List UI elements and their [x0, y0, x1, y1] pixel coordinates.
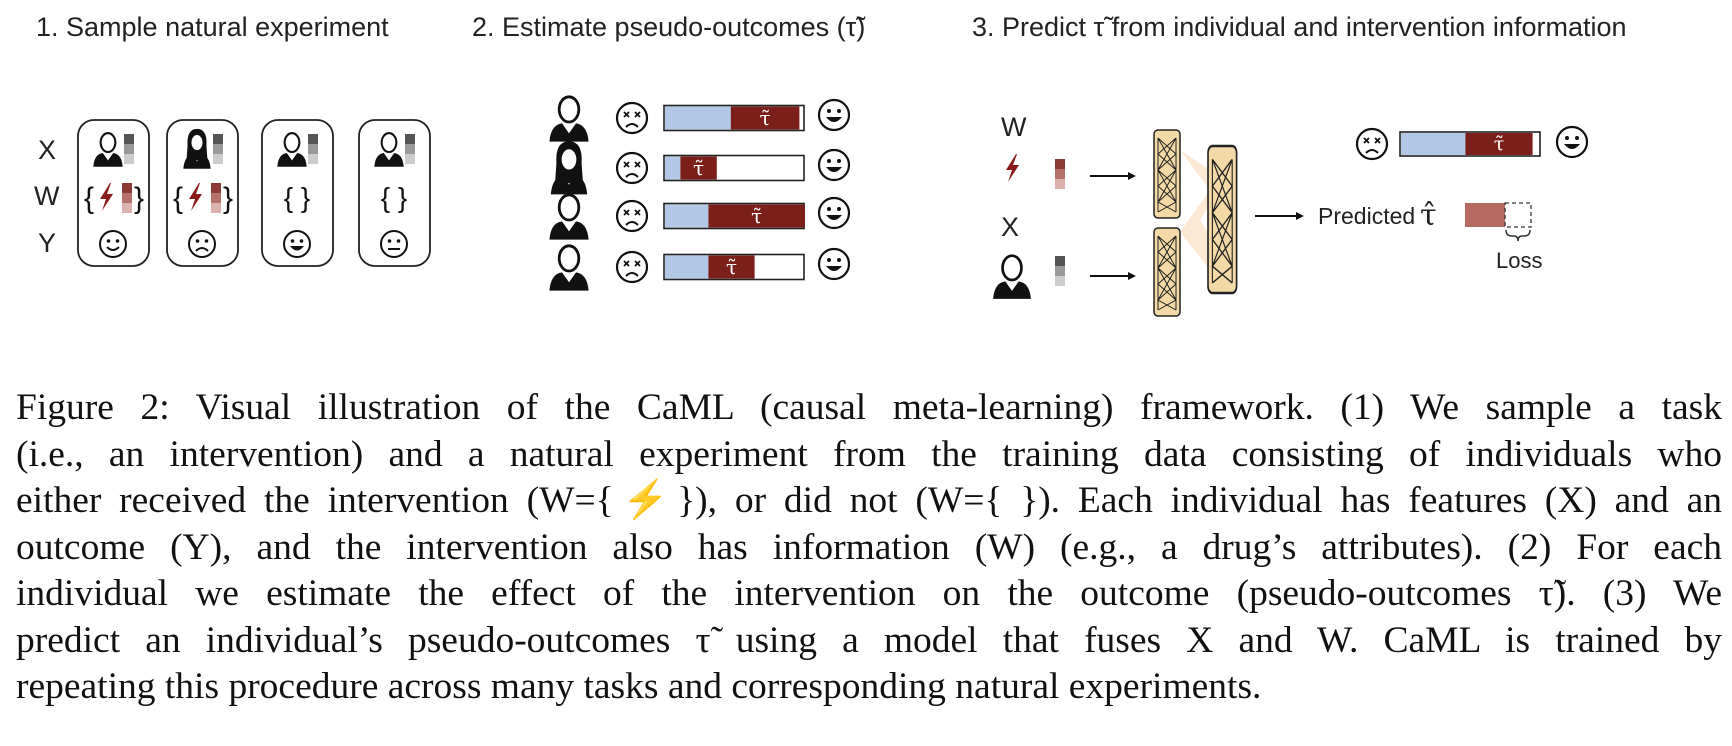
sad-face-icon	[615, 250, 649, 284]
panel-predict: W X Predicted τ̂ Loss τ̃	[991, 112, 1589, 317]
step-3-title: 3. Predict τ̃ from individual and interv…	[972, 12, 1627, 42]
predicted-label: Predicted	[1318, 203, 1415, 229]
loss-label: Loss	[1496, 248, 1542, 273]
bar-blue-segment	[665, 255, 709, 279]
predicted-gap	[1504, 202, 1532, 228]
panel3-x-label: X	[1001, 212, 1019, 242]
bar-tau-segment	[680, 156, 717, 180]
happy-face-icon	[817, 148, 851, 182]
pseudo-outcome-row: τ̃	[548, 95, 851, 144]
row-label-x: X	[38, 135, 56, 165]
target-tau-bar: τ̃	[1399, 131, 1541, 157]
bar-blue-segment	[665, 204, 709, 228]
happy-face-icon	[817, 196, 851, 230]
bar-blue-segment	[665, 106, 731, 130]
happy-face-icon	[817, 247, 851, 281]
panel3-w-label: W	[1001, 112, 1027, 142]
experiment-card: { }	[261, 119, 334, 267]
outcome-face-icon	[99, 230, 127, 258]
nn-encoder-w	[1153, 129, 1181, 219]
brace-open: {	[84, 182, 94, 215]
nn-encoder-x	[1153, 227, 1181, 317]
caption-line: Figure 2: Visual illustration of the CaM…	[16, 387, 1722, 428]
empty-intervention: { }	[381, 182, 407, 213]
person-icon	[548, 193, 590, 242]
x-arrow	[1090, 272, 1136, 280]
person-icon	[991, 254, 1033, 301]
tau-label: τ̃	[1494, 133, 1505, 155]
happy-face-icon	[1555, 125, 1589, 159]
predicted-bar	[1465, 203, 1505, 227]
outcome-face-icon	[380, 230, 408, 258]
brace-close: }	[134, 182, 144, 215]
output-arrow	[1255, 212, 1304, 220]
experiment-card: {}	[166, 119, 239, 267]
bar-tau-segment	[730, 106, 800, 130]
x-feature-vector	[1055, 256, 1065, 286]
predicted-symbol: τ̂	[1420, 198, 1437, 233]
x-feature-vector	[124, 134, 134, 164]
happy-face-icon	[817, 98, 851, 132]
sad-face-icon	[615, 199, 649, 233]
w-feature-vector	[122, 183, 132, 213]
x-feature-vector	[308, 134, 318, 164]
bar-blue-segment	[665, 156, 681, 180]
caption-line: repeating this procedure across many tas…	[16, 666, 1262, 707]
tau-label: τ̃	[760, 106, 771, 130]
framework-figure: X W Y {}{}{ }{ } τ̃τ̃τ̃τ̃ W X Predicted …	[34, 95, 1589, 317]
nn-fusion	[1206, 144, 1238, 295]
panel-sample-natural-experiment: X W Y {}{}{ }{ }	[34, 119, 431, 267]
sad-face-icon	[615, 101, 649, 135]
x-feature-vector	[213, 134, 223, 164]
loss-brace	[1505, 229, 1531, 242]
panel-estimate-pseudo-outcomes: τ̃ τ̃ τ̃ τ̃	[548, 95, 851, 293]
tau-label: τ̃	[693, 156, 704, 180]
tau-label: τ̃	[751, 204, 762, 228]
row-label-w: W	[34, 181, 60, 211]
outcome-face-icon	[188, 230, 216, 258]
w-feature-vector	[1055, 159, 1065, 189]
bar-tau-segment	[1465, 133, 1533, 155]
x-feature-vector	[405, 134, 415, 164]
person-icon	[548, 244, 590, 293]
row-label-y: Y	[38, 228, 56, 258]
pseudo-outcome-row: τ̃	[549, 140, 851, 196]
sad-face-icon	[1355, 127, 1389, 161]
experiment-card: {}	[77, 119, 150, 267]
person-icon	[549, 140, 589, 196]
caption-line: (i.e., an intervention) and a natural ex…	[16, 433, 1722, 475]
w-feature-vector	[211, 183, 221, 213]
caption-line: either received the intervention (W={⚡})…	[16, 480, 1722, 521]
tau-label: τ̃	[726, 255, 737, 279]
brace-open: {	[173, 182, 183, 215]
lightning-bolt-icon	[1006, 154, 1019, 182]
brace-close: }	[223, 182, 233, 215]
experiment-card: { }	[358, 119, 431, 267]
pseudo-outcome-row: τ̃	[548, 244, 851, 293]
caption-line: outcome (Y), and the intervention also h…	[16, 526, 1722, 568]
caption-line: individual we estimate the effect of the…	[16, 573, 1722, 614]
pseudo-outcome-row: τ̃	[548, 193, 851, 242]
empty-intervention: { }	[284, 182, 310, 213]
bar-tau-segment	[708, 204, 805, 228]
w-arrow	[1090, 172, 1136, 180]
step-2-title: 2. Estimate pseudo-outcomes (τ̃)	[472, 12, 866, 42]
person-icon	[548, 95, 590, 144]
bar-blue-segment	[1401, 133, 1466, 155]
outcome-face-icon	[283, 230, 311, 258]
bar-tau-segment	[708, 255, 755, 279]
sad-face-icon	[615, 151, 649, 185]
caption-line: predict an individual’s pseudo-outcomes …	[16, 619, 1722, 661]
step-1-title: 1. Sample natural experiment	[36, 12, 389, 42]
figure-caption: Figure 2: Visual illustration of the CaM…	[16, 385, 1722, 711]
